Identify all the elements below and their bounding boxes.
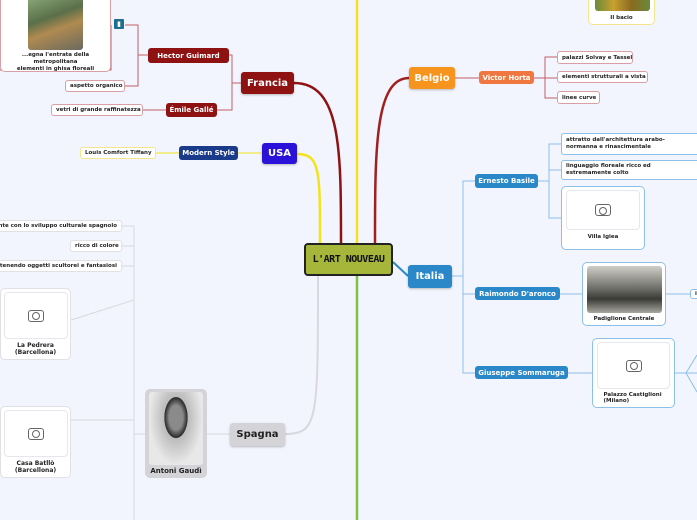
camera-icon <box>27 427 44 440</box>
bacio-caption: Il bacio <box>610 15 633 21</box>
image-node-il-bacio[interactable]: Il bacio <box>588 0 655 25</box>
gaudi-caption: Antoni Gaudì <box>150 467 202 475</box>
metro-caption: ...egna l'entrata della metropolitana el… <box>16 52 95 72</box>
topic-raimondo-daronco[interactable]: Raimondo D'aronco <box>475 287 560 300</box>
topic-victor-horta[interactable]: Victor Horta <box>479 71 534 84</box>
image-node-padiglione[interactable]: Padiglione Centrale <box>582 262 666 326</box>
note-arabo-normanna[interactable]: attratto dall'architettura arabo-normann… <box>561 133 697 155</box>
gaudi-portrait <box>149 392 203 465</box>
metro-photo <box>28 0 83 50</box>
note-vetri[interactable]: vetri di grande raffinatezza <box>51 104 143 116</box>
note-daronco[interactable]: in <box>690 289 697 299</box>
casa-batllo-caption: Casa Batllò (Barcellona) <box>14 460 57 474</box>
camera-icon <box>27 309 44 322</box>
image-node-palazzo-castiglioni[interactable]: Palazzo Castiglioni (Milano) <box>592 338 675 408</box>
image-placeholder <box>3 410 68 457</box>
camera-icon <box>595 204 611 216</box>
topic-italia[interactable]: Italia <box>408 265 452 288</box>
note-palazzi[interactable]: palazzi Solvay e Tassel <box>557 51 633 64</box>
topic-antoni-gaudi[interactable]: Antoni Gaudì <box>145 389 207 478</box>
image-placeholder <box>3 292 68 339</box>
image-node-la-pedrera[interactable]: La Pedrera (Barcellona) <box>0 288 71 360</box>
image-placeholder <box>566 190 640 230</box>
camera-icon <box>625 359 642 372</box>
note-tiffany[interactable]: Louis Comfort Tiffany <box>80 147 156 159</box>
image-node-metropolitana[interactable]: ...egna l'entrata della metropolitana el… <box>0 0 111 72</box>
topic-hector-guimard[interactable]: Hector Guimard <box>148 48 229 63</box>
padiglione-photo <box>586 266 662 313</box>
image-node-villa-igiea[interactable]: Villa Igiea <box>561 186 645 250</box>
villa-igiea-caption: Villa Igiea <box>587 234 619 240</box>
chart-icon[interactable]: ▮ <box>114 19 124 29</box>
central-topic[interactable]: L'ART NOUVEAU <box>304 243 393 276</box>
topic-francia[interactable]: Francia <box>241 72 294 94</box>
topic-emile-galle[interactable]: Émile Gallé <box>166 103 217 117</box>
image-node-casa-batllo[interactable]: Casa Batllò (Barcellona) <box>0 406 71 478</box>
topic-spagna[interactable]: Spagna <box>230 423 285 446</box>
topic-giuseppe-sommaruga[interactable]: Giuseppe Sommaruga <box>475 366 568 379</box>
note-sviluppo-culturale[interactable]: ...nte con lo sviluppo culturale spagnol… <box>0 220 122 232</box>
padiglione-caption: Padiglione Centrale <box>593 316 655 322</box>
image-placeholder <box>597 342 670 389</box>
palazzo-caption: Palazzo Castiglioni (Milano) <box>603 392 662 404</box>
note-linguaggio-floreale[interactable]: linguaggio floreale ricco ed estremament… <box>561 160 697 180</box>
note-linee-curve[interactable]: linee curve <box>557 91 600 104</box>
bacio-painting <box>595 0 650 11</box>
note-aspetto-organico[interactable]: aspetto organico <box>65 80 125 92</box>
topic-usa[interactable]: USA <box>262 143 297 164</box>
topic-belgio[interactable]: Belgio <box>409 67 455 89</box>
la-pedrera-caption: La Pedrera (Barcellona) <box>14 342 57 356</box>
note-elementi[interactable]: elementi strutturali a vista <box>557 71 648 83</box>
topic-modern-style[interactable]: Modern Style <box>179 146 238 160</box>
topic-ernesto-basile[interactable]: Ernesto Basile <box>475 174 538 188</box>
note-ricco-di-colore[interactable]: ricco di colore <box>70 240 122 252</box>
note-oggetti-scultorei[interactable]: ...ttenendo oggetti scultorei e fantasio… <box>0 260 122 272</box>
